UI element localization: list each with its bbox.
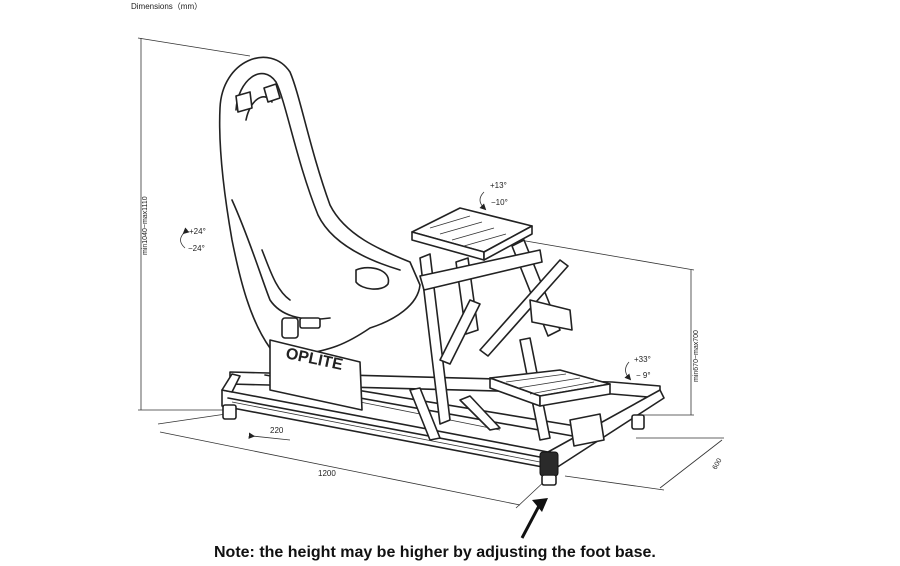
- front-right-foot: [631, 414, 645, 430]
- seat-angle-down: −24°: [188, 244, 205, 253]
- pedal-plate: [489, 369, 611, 447]
- rear-foot: [222, 404, 237, 420]
- seat-height-label: min1040~max1110: [142, 196, 149, 255]
- base-width-dimension: 600: [564, 437, 724, 491]
- wheel-angle-indicator: +13° −10°: [479, 181, 508, 211]
- wheel-angle-up: +13°: [490, 181, 507, 190]
- seat-slide-label: 220: [270, 426, 284, 435]
- dimensions-label: Dimensions（mm）: [131, 2, 202, 11]
- height-note: Note: the height may be higher by adjust…: [214, 544, 656, 561]
- base-length-label: 1200: [318, 469, 336, 478]
- seat-angle-up: +24°: [189, 227, 206, 236]
- seat-angle-indicator: +24° −24°: [180, 227, 206, 253]
- wheel-mount: [409, 207, 573, 441]
- pedal-angle-up: +33°: [634, 355, 651, 364]
- pedal-angle-down: − 9°: [636, 371, 651, 380]
- seat-slide-dimension: 220: [248, 426, 291, 441]
- seat-height-dimension: min1040~max1110: [137, 37, 251, 411]
- pedal-height-dimension: min670~max700: [519, 239, 700, 416]
- front-foot: [539, 451, 559, 477]
- pedal-angle-indicator: +33° − 9°: [624, 355, 651, 381]
- wheel-angle-down: −10°: [491, 198, 508, 207]
- foot-arrow: [520, 498, 548, 539]
- base-width-label: 600: [712, 457, 724, 471]
- racing-seat: OPLITE: [218, 56, 421, 411]
- pedal-height-label: min670~max700: [693, 330, 700, 382]
